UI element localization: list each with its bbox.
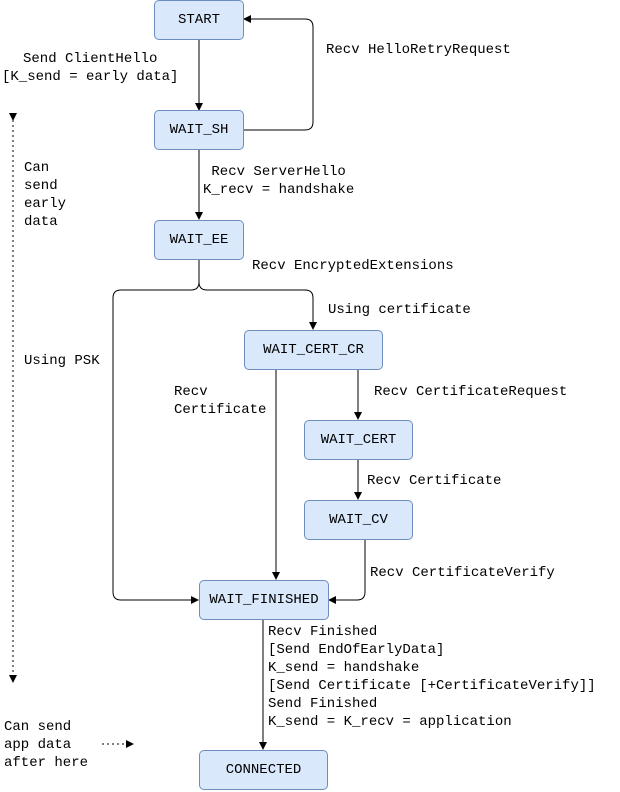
label-recv-certificate-verify: Recv CertificateVerify	[370, 565, 555, 581]
edge-psk-to-wait-finished	[112, 281, 200, 604]
state-wait-cert-cr: WAIT_CERT_CR	[244, 330, 383, 370]
label-using-psk: Using PSK	[24, 353, 100, 369]
label-send-client-hello: Send ClientHello [K_send = early data]	[2, 51, 179, 85]
state-wait-finished: WAIT_FINISHED	[199, 580, 329, 620]
label-recv-certificate-request: Recv CertificateRequest	[374, 384, 568, 400]
state-wait-sh: WAIT_SH	[154, 110, 244, 150]
note-app-data: Can send app data after here	[4, 719, 89, 771]
edge-wait-cv-to-wait-finished	[328, 540, 366, 604]
label-recv-encrypted-extensions: Recv EncryptedExtensions	[252, 258, 454, 274]
label-recv-certificate-direct: Recv Certificate	[174, 384, 267, 418]
state-start: START	[154, 0, 244, 40]
label-recv-server-hello: Recv ServerHello K_recv = handshake	[203, 164, 355, 198]
state-wait-cert: WAIT_CERT	[304, 420, 413, 460]
note-early-data: Can send early data	[24, 160, 67, 230]
label-recv-certificate: Recv Certificate	[367, 473, 502, 489]
edge-hello-retry-loop	[243, 15, 314, 131]
label-using-certificate: Using certificate	[328, 302, 471, 318]
label-recv-finished: Recv Finished [Send EndOfEarlyData] K_se…	[268, 624, 596, 730]
edge-to-wait-cert-cr	[198, 281, 317, 330]
state-connected: CONNECTED	[199, 750, 328, 790]
state-wait-ee: WAIT_EE	[154, 220, 244, 260]
label-recv-hello-retry: Recv HelloRetryRequest	[326, 42, 511, 58]
state-wait-cv: WAIT_CV	[304, 500, 413, 540]
